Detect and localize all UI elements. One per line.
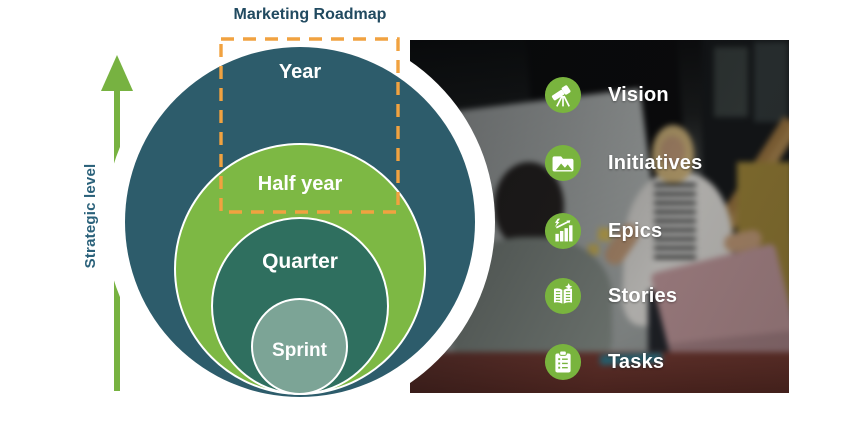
legend-item-tasks: Tasks: [544, 343, 664, 381]
image-icon: [544, 144, 582, 182]
telescope-icon: [544, 76, 582, 114]
legend-label: Stories: [608, 284, 678, 307]
legend-label: Vision: [608, 83, 669, 106]
meeting-photo: Vision Initiatives: [410, 40, 789, 393]
strategic-level-axis-label: Strategic level: [82, 163, 99, 269]
book-icon: [544, 277, 582, 315]
legend-item-vision: Vision: [544, 76, 669, 114]
ring-sprint: Sprint: [251, 298, 348, 395]
bar-chart-icon: [544, 212, 582, 250]
legend-label: Tasks: [608, 350, 665, 373]
legend-label: Epics: [608, 219, 663, 242]
page-title: Marketing Roadmap: [233, 6, 387, 23]
ring-half-year-label: Half year: [257, 173, 343, 195]
clipboard-icon: [544, 343, 582, 381]
up-arrow-icon: [101, 55, 133, 91]
ring-year-label: Year: [278, 61, 322, 83]
up-arrow-line: [114, 89, 120, 391]
legend-item-stories: Stories: [544, 277, 677, 315]
legend-item-initiatives: Initiatives: [544, 144, 702, 182]
legend-label: Initiatives: [608, 151, 703, 174]
ring-sprint-label: Sprint: [272, 340, 327, 361]
ring-quarter-label: Quarter: [262, 250, 338, 273]
highlight-dashed-box: [219, 37, 400, 214]
legend-item-epics: Epics: [544, 212, 662, 250]
